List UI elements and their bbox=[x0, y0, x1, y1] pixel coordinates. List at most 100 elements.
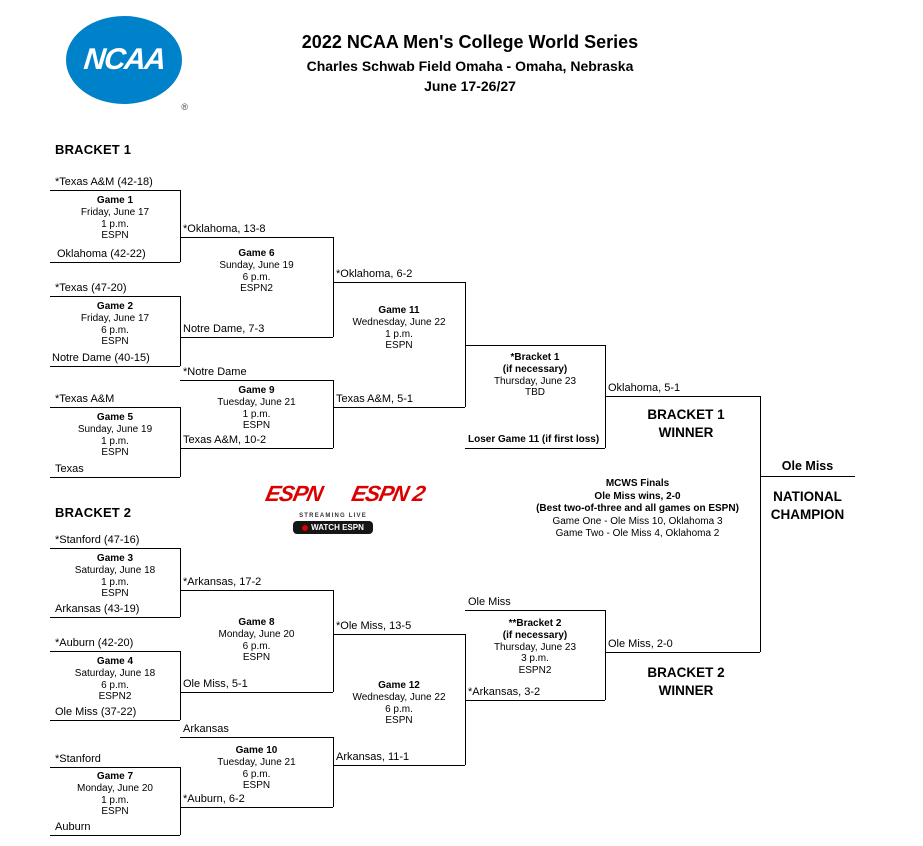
finals-result: Ole Miss wins, 2-0 bbox=[594, 490, 681, 502]
connector-line bbox=[50, 767, 180, 768]
finals-title: MCWS Finals bbox=[605, 478, 670, 489]
connector-line bbox=[50, 720, 180, 721]
game-name: Game 1 bbox=[96, 195, 134, 206]
connector-line bbox=[333, 282, 465, 283]
game-date: Friday, June 17 bbox=[80, 206, 150, 218]
bracket1-winner-label: BRACKET 1 WINNER bbox=[647, 407, 725, 440]
team-b2-winner: Ole Miss, 2-0 bbox=[608, 638, 673, 650]
connector-line bbox=[465, 700, 605, 701]
game-date: Sunday, June 19 bbox=[77, 423, 153, 435]
game-date: Tuesday, June 21 bbox=[217, 756, 296, 768]
finals-game-two: Game Two - Ole Miss 4, Oklahoma 2 bbox=[555, 528, 720, 539]
game-date: Monday, June 20 bbox=[218, 628, 295, 640]
espn-logo: ESPN bbox=[263, 481, 325, 506]
team-b1g1-winner: *Oklahoma, 13-8 bbox=[183, 223, 266, 235]
b2-g3-info: Game 3 Saturday, June 18 1 p.m. ESPN bbox=[50, 553, 180, 600]
loser-game11-note: Loser Game 11 (if first loss) bbox=[468, 434, 600, 445]
team-b1-winner: Oklahoma, 5-1 bbox=[608, 382, 681, 394]
game-time: 6 p.m. bbox=[242, 640, 271, 652]
connector-line bbox=[180, 692, 333, 693]
b1-g5-info: Game 5 Sunday, June 19 1 p.m. ESPN bbox=[50, 412, 180, 459]
connector-line bbox=[180, 296, 181, 366]
b1-g2-info: Game 2 Friday, June 17 6 p.m. ESPN bbox=[50, 301, 180, 348]
game-date: Sunday, June 19 bbox=[219, 259, 294, 271]
team-b1g6-winner: *Oklahoma, 6-2 bbox=[336, 268, 413, 280]
b2-g8-info: Game 8 Monday, June 20 6 p.m. ESPN bbox=[180, 617, 333, 664]
game-network: ESPN bbox=[101, 336, 129, 348]
team-b2ifn-top: Ole Miss bbox=[468, 596, 511, 608]
team-b2g3-winner: *Arkansas, 17-2 bbox=[183, 576, 262, 588]
game-time: 1 p.m. bbox=[385, 328, 413, 340]
bracket1-label: BRACKET 1 bbox=[55, 142, 132, 157]
team-b1g5-bottom: Texas bbox=[55, 463, 84, 475]
connector-line bbox=[180, 767, 181, 835]
connector-line bbox=[180, 448, 333, 449]
team-b1g2-bottom: Notre Dame (40-15) bbox=[52, 352, 150, 364]
connector-line bbox=[180, 651, 181, 720]
game-name: Game 8 bbox=[238, 617, 275, 628]
team-b1g9-winner: Texas A&M, 5-1 bbox=[336, 393, 414, 405]
team-b1g9-bottom: Texas A&M, 10-2 bbox=[183, 434, 267, 446]
b1-g11-info: Game 11 Wednesday, June 22 1 p.m. ESPN bbox=[333, 305, 465, 352]
connector-line bbox=[50, 651, 180, 652]
b1-ifnecessary-info: *Bracket 1 (if necessary) Thursday, June… bbox=[465, 352, 605, 399]
connector-line bbox=[465, 282, 466, 407]
b2-g4-info: Game 4 Saturday, June 18 6 p.m. ESPN2 bbox=[50, 656, 180, 703]
connector-line bbox=[50, 548, 180, 549]
connector-line bbox=[50, 407, 180, 408]
game-date: Wednesday, June 22 bbox=[352, 316, 446, 328]
connector-line bbox=[180, 737, 333, 738]
connector-line bbox=[180, 407, 181, 477]
bracket2-label: BRACKET 2 bbox=[55, 505, 132, 520]
connector-line bbox=[50, 190, 180, 191]
team-b2g8-winner: *Ole Miss, 13-5 bbox=[336, 620, 412, 632]
game-date: Wednesday, June 22 bbox=[352, 691, 446, 703]
b2-g10-info: Game 10 Tuesday, June 21 6 p.m. ESPN bbox=[180, 745, 333, 792]
b2-g12-info: Game 12 Wednesday, June 22 6 p.m. ESPN bbox=[333, 680, 465, 727]
game-time: 1 p.m. bbox=[242, 408, 271, 420]
game-network: ESPN2 bbox=[518, 665, 552, 677]
game-time: 1 p.m. bbox=[101, 794, 129, 806]
b1-g1-info: Game 1 Friday, June 17 1 p.m. ESPN bbox=[50, 195, 180, 242]
game-name: Game 5 bbox=[96, 412, 134, 423]
connector-line bbox=[465, 345, 605, 346]
connector-line bbox=[333, 407, 465, 408]
connector-line bbox=[465, 634, 466, 765]
team-b1g9-top: *Notre Dame bbox=[183, 366, 247, 378]
game-network: ESPN2 bbox=[240, 283, 273, 295]
connector-line bbox=[180, 590, 333, 591]
game-note: (if necessary) bbox=[502, 363, 568, 375]
game-network: ESPN bbox=[242, 780, 271, 792]
connector-line bbox=[180, 237, 333, 238]
team-b2g4-winner: Ole Miss, 5-1 bbox=[183, 678, 248, 690]
game-name: Game 4 bbox=[96, 656, 134, 667]
connector-line bbox=[605, 396, 760, 397]
game-date: Thursday, June 23 bbox=[493, 641, 577, 653]
connector-line bbox=[465, 448, 605, 449]
b1-g9-info: Game 9 Tuesday, June 21 1 p.m. ESPN bbox=[180, 385, 333, 432]
connector-line bbox=[50, 366, 180, 367]
connector-line bbox=[50, 835, 180, 836]
game-name: **Bracket 2 bbox=[508, 618, 562, 629]
ncaa-logo: NCAA ® bbox=[66, 16, 190, 112]
game-date: Thursday, June 23 bbox=[493, 375, 577, 387]
team-b2g10-bottom: *Auburn, 6-2 bbox=[183, 793, 245, 805]
connector-line bbox=[333, 737, 334, 807]
game-name: Game 3 bbox=[96, 553, 134, 564]
team-b2g4-top: *Auburn (42-20) bbox=[55, 637, 134, 649]
connector-line bbox=[50, 477, 180, 478]
game-time: 6 p.m. bbox=[242, 768, 271, 780]
finals-format: (Best two-of-three and all games on ESPN… bbox=[536, 503, 739, 514]
team-b1g5-top: *Texas A&M bbox=[55, 393, 115, 405]
registered-mark: ® bbox=[181, 102, 188, 112]
connector-line bbox=[180, 380, 333, 381]
b2-ifnecessary-info: **Bracket 2 (if necessary) Thursday, Jun… bbox=[465, 618, 605, 677]
bracket2-winner-label: BRACKET 2 WINNER bbox=[647, 665, 725, 698]
team-b2g7-bottom: Auburn bbox=[55, 821, 91, 833]
watch-espn-label: WATCH ESPN bbox=[311, 523, 364, 532]
connector-line bbox=[180, 190, 181, 262]
game-name: Game 12 bbox=[378, 680, 420, 691]
connector-line bbox=[180, 337, 333, 338]
record-dot-icon bbox=[302, 524, 309, 531]
game-date: Friday, June 17 bbox=[80, 312, 150, 324]
